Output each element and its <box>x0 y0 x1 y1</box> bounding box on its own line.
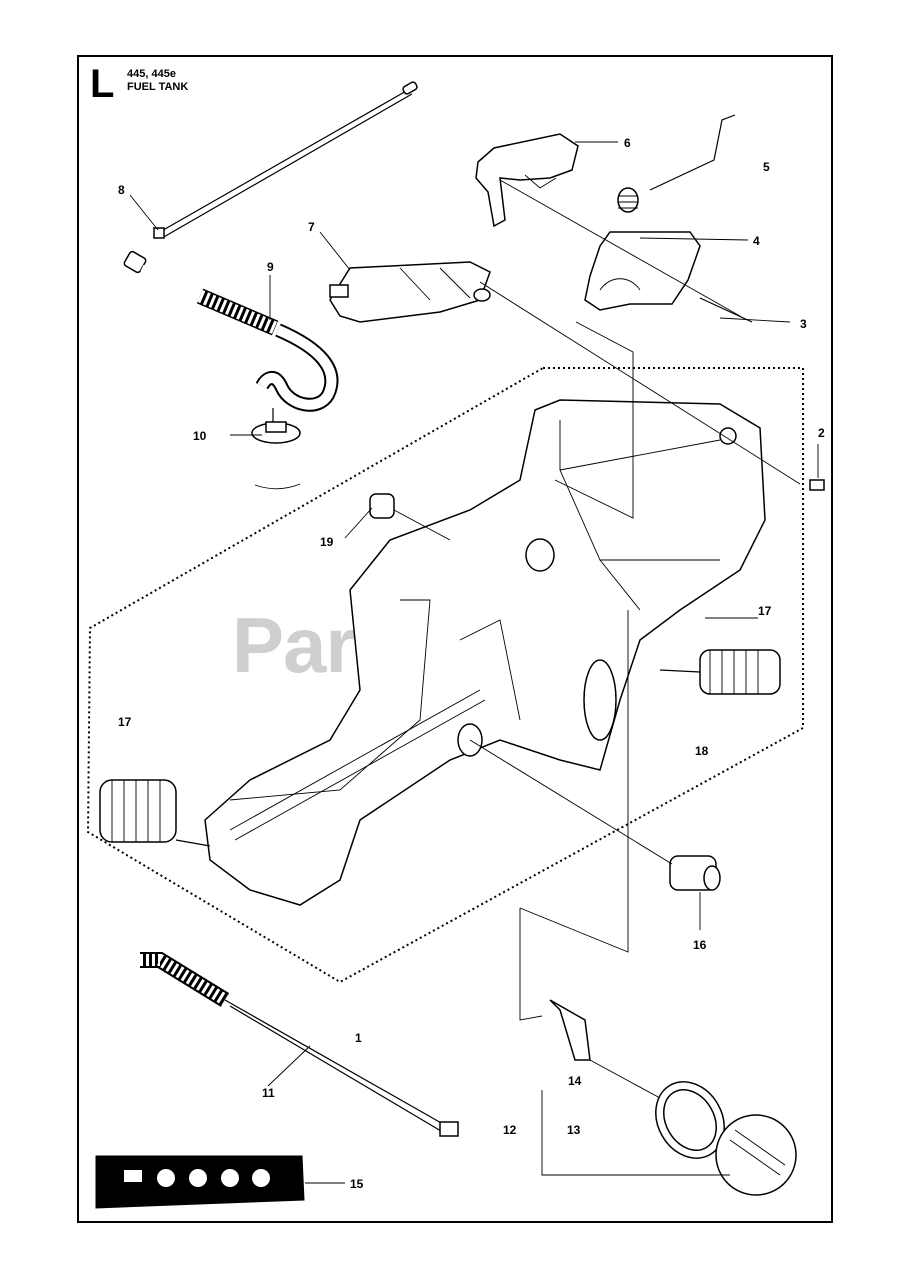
callout-15: 15 <box>350 1177 364 1191</box>
part-bushing-19 <box>369 493 451 541</box>
callout-3: 3 <box>800 317 807 331</box>
assembly-boundary <box>86 367 804 984</box>
callout-16: 16 <box>693 938 707 952</box>
part-decal <box>95 1155 305 1209</box>
callout-4: 4 <box>753 234 760 248</box>
part-throttle-lockout <box>584 231 701 311</box>
callout-17-left: 17 <box>118 715 132 729</box>
callout-1: 1 <box>355 1031 362 1045</box>
callout-2: 2 <box>818 426 825 440</box>
diagram-frame <box>77 55 833 1223</box>
callout-8: 8 <box>118 183 125 197</box>
callout-6: 6 <box>624 136 631 150</box>
callout-9: 9 <box>267 260 274 274</box>
part-throttle-rod <box>153 81 418 239</box>
callout-14: 14 <box>568 1074 582 1088</box>
callout-11: 11 <box>262 1086 275 1100</box>
part-av-spring-right <box>659 649 781 695</box>
callout-19: 19 <box>320 535 334 549</box>
part-screw <box>809 444 825 491</box>
section-title: FUEL TANK <box>127 81 188 93</box>
callout-5: 5 <box>763 160 770 174</box>
leader-lines <box>129 141 801 1184</box>
callout-18: 18 <box>695 744 709 758</box>
part-fuel-cap <box>549 999 797 1196</box>
callout-17-right: 17 <box>758 604 772 618</box>
section-letter: L <box>90 62 114 106</box>
part-throttle-trigger <box>475 133 579 228</box>
part-av-spring-left <box>99 779 211 847</box>
part-fuel-tank-body <box>204 399 766 906</box>
part-spring <box>617 114 736 213</box>
callout-10: 10 <box>193 429 207 443</box>
part-fuel-hose <box>123 250 339 412</box>
part-fuel-filter <box>251 408 301 490</box>
part-bracket-7 <box>329 261 491 323</box>
part-pin <box>699 297 753 323</box>
model-number: 445, 445e <box>127 68 176 80</box>
part-bushing-16 <box>469 739 721 891</box>
callout-7: 7 <box>308 220 315 234</box>
callout-12: 12 <box>503 1123 517 1137</box>
callout-numbers: 1 2 3 4 5 6 7 8 9 10 11 12 13 14 15 16 1… <box>118 136 825 1191</box>
callout-13: 13 <box>567 1123 581 1137</box>
part-suction-hose <box>140 952 459 1137</box>
